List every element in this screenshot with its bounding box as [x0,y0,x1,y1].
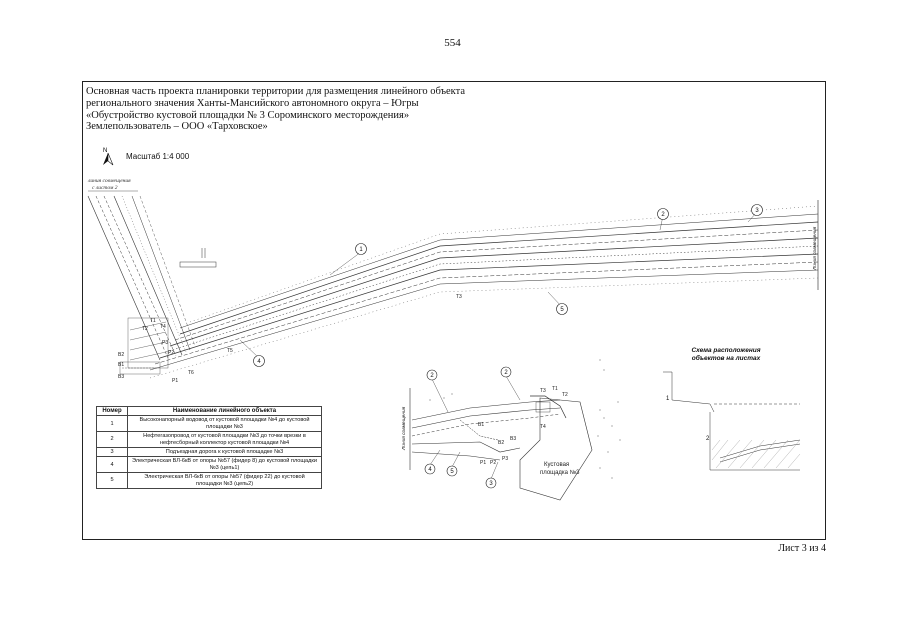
point-label: Т1 [150,318,156,324]
legend-row-name: Электрическая ВЛ-6кВ от опоры №57 (фидер… [127,456,322,474]
header-line-1: Основная часть проекта планировки террит… [86,86,466,97]
point-label: Т2 [562,392,568,398]
line-marker-1: 1 [355,243,367,255]
point-label: В3 [118,374,124,380]
detail-marker-2b: 2 [500,366,512,378]
legend-row-number: 4 [96,456,128,474]
point-label: Т3 [540,388,546,394]
point-label: Т5 [227,348,233,354]
terrain-dots [429,359,621,479]
inset-sheet-1: 1 [666,396,670,402]
table-row: 5 Электрическая ВЛ-6кВ от опоры №57 (фид… [96,472,322,490]
page-number: 554 [444,37,461,49]
table-row: 1 Высоконапорный водовод от кустовой пло… [96,415,322,433]
detail-marker-5: 5 [446,465,458,477]
legend-row-number: 5 [96,472,128,490]
legend-row-name: Подъездная дорога к кустовой площадке №3 [127,447,322,458]
match-line-left-1: линия совмещения [87,178,131,184]
legend-header-number: Номер [96,405,128,417]
match-line-left-2: с листом 2 [92,185,118,191]
point-label: В2 [498,440,504,446]
detail-leaders [429,375,521,480]
detail-marker-3: 3 [485,477,497,489]
legend-row-number: 1 [96,415,128,433]
scale-label: Масштаб 1:4 000 [126,151,190,161]
point-label: Т3 [456,294,462,300]
diagonal-corridor [87,195,196,361]
svg-text:3: 3 [489,481,493,487]
point-label: Р1 [172,378,178,384]
svg-text:4: 4 [428,467,432,473]
line-marker-5: 5 [556,303,568,315]
point-label: Т1 [552,386,558,392]
header-line-2: регионального значения Ханты-Мансийского… [86,97,419,109]
svg-text:4: 4 [257,359,261,365]
point-label: Р3 [162,340,168,346]
svg-text:2: 2 [504,370,508,376]
table-row: 2 Нефтегазопровод от кустовой площадки №… [96,431,322,449]
detail-marker-4: 4 [424,463,436,475]
header-line-4: Землепользователь – ООО «Тарховское» [86,121,268,133]
detail-marker-2a: 2 [426,369,438,381]
point-label: Р1 [480,460,486,466]
inset-title: Схема расположения объектов на листах [691,347,761,362]
detail-plan [409,388,593,501]
point-labels-detail: Т1 Т2 Т3 Т4 Р1 Р2 Р3 В1 В2 В3 [478,386,568,466]
junction-area [119,317,169,375]
point-label: Т2 [142,326,148,332]
legend-header-row: Номер Наименование линейного объекта [96,405,322,417]
north-letter: N [103,148,107,154]
point-label: Р2 [168,350,174,356]
legend-row-name: Высоконапорный водовод от кустовой площа… [127,415,322,433]
legend-row-name: Нефтегазопровод от кустовой площадки №3 … [127,431,322,449]
svg-text:1: 1 [359,247,363,253]
line-marker-2: 2 [657,208,669,220]
table-row: 3 Подъездная дорога к кустовой площадке … [96,447,322,458]
point-label: В3 [510,436,516,442]
drawing-header: Основная часть проекта планировки террит… [86,86,465,133]
pad-label-1: Кустовая [544,462,569,468]
match-line-right: Линия совмещения [813,226,818,270]
line-marker-4: 4 [253,355,265,367]
legend-header-name: Наименование линейного объекта [127,405,322,417]
line-marker-3: 3 [751,204,763,216]
point-label: Р2 [490,460,496,466]
point-label: Т4 [160,324,166,330]
sheet-info: Лист 3 из 4 [778,543,826,554]
legend-table: Номер Наименование линейного объекта 1 В… [96,405,322,490]
svg-text:3: 3 [755,208,759,214]
svg-text:5: 5 [450,469,454,475]
inset-sheet-2: 2 [706,436,710,442]
point-label: Р3 [502,456,508,462]
drawing-frame [82,81,826,540]
north-arrow-icon: N [100,146,116,166]
table-row: 4 Электрическая ВЛ-6кВ от опоры №57 (фид… [96,456,322,474]
match-line-inset: Линия совмещения [402,406,407,450]
legend-row-number: 2 [96,431,128,449]
header-line-3: «Обустройство кустовой площадки № 3 Соро… [86,109,410,121]
point-label: Т4 [540,424,546,430]
main-corridor [149,205,819,379]
svg-text:2: 2 [430,373,434,379]
legend-row-name: Электрическая ВЛ-6кВ от опоры №57 (фидер… [127,472,322,490]
svg-text:5: 5 [560,307,564,313]
point-labels-main: Т3 Т5 Т6 Р1 Р2 Р3 В1 В2 В3 Т1 Т2 Т4 [118,294,462,384]
legend-row-number: 3 [96,447,128,458]
point-label: В2 [118,352,124,358]
leader-lines [239,211,758,359]
pad-label-2: площадка №3 [540,469,580,476]
scale-block: N Масштаб 1:4 000 [100,146,189,166]
svg-text:2: 2 [661,212,665,218]
point-label: В1 [118,362,124,368]
point-label: В1 [478,422,484,428]
point-label: Т6 [188,370,194,376]
terrain-symbol [179,248,217,268]
inset-scheme [663,371,801,471]
